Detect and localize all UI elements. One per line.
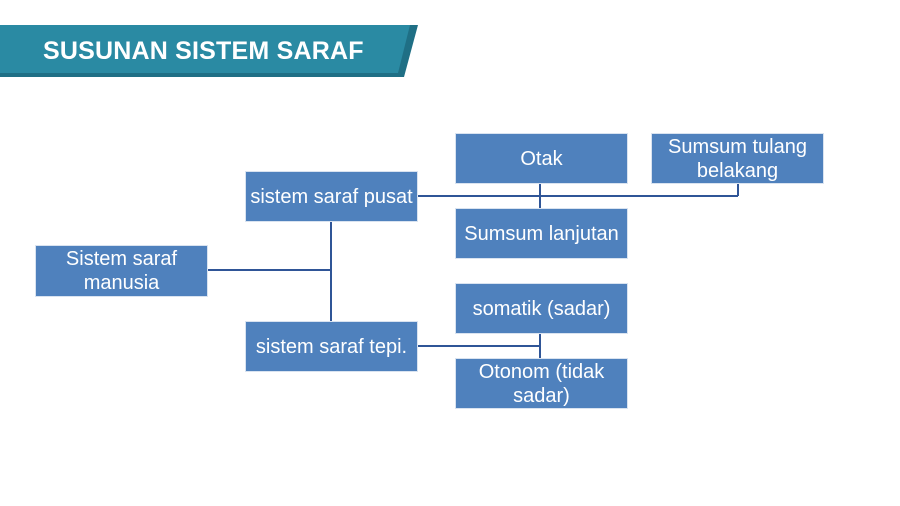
- node-label: sistem saraf pusat: [250, 185, 413, 208]
- node-otak: Otak: [455, 133, 628, 184]
- node-sistem-saraf-tepi: sistem saraf tepi.: [245, 321, 418, 372]
- node-sumsum-tulang-belakang: Sumsum tulang belakang: [651, 133, 824, 184]
- node-label: Sistem saraf manusia: [65, 248, 178, 294]
- node-sistem-saraf-pusat: sistem saraf pusat: [245, 171, 418, 222]
- node-label: Otak: [520, 147, 563, 170]
- node-label: sistem saraf tepi.: [255, 335, 408, 358]
- title-banner: SUSUNAN SISTEM SARAF: [0, 25, 418, 77]
- node-label: Sumsum lanjutan: [464, 222, 619, 245]
- title-banner-shape: [0, 25, 418, 77]
- node-label: Otonom (tidak sadar): [478, 360, 605, 407]
- page-title: SUSUNAN SISTEM SARAF: [43, 37, 364, 65]
- node-label: somatik (sadar): [472, 297, 611, 320]
- node-sistem-saraf-manusia: Sistem saraf manusia: [35, 245, 208, 297]
- node-somatik: somatik (sadar): [455, 283, 628, 334]
- node-otonom: Otonom (tidak sadar): [455, 358, 628, 409]
- node-label: Sumsum tulang belakang: [668, 135, 807, 182]
- node-sumsum-lanjutan: Sumsum lanjutan: [455, 208, 628, 259]
